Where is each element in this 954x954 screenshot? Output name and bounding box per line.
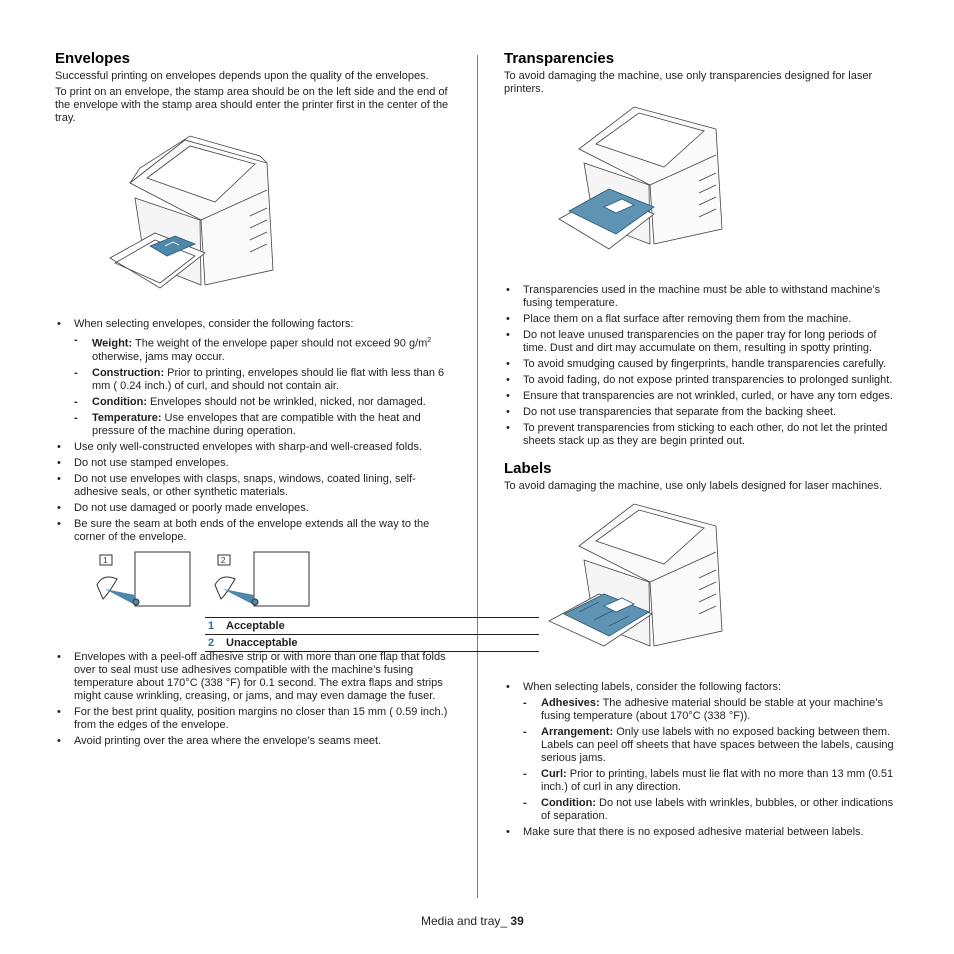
list-item: Be sure the seam at both ends of the env…	[55, 518, 450, 544]
printer-labels-illustration	[504, 496, 899, 681]
list-item: Envelopes with a peel-off adhesive strip…	[55, 651, 450, 703]
dash-marker: -	[74, 366, 78, 379]
legend-number: 2	[208, 636, 215, 649]
factor-text: Envelopes should not be wrinkled, nicked…	[150, 395, 426, 408]
footer-text: Media and tray_	[421, 914, 508, 928]
dash-marker: -	[523, 797, 527, 809]
factor-text: The weight of the envelope paper should …	[134, 337, 428, 350]
printer-transparency-illustration	[504, 99, 899, 284]
factor-condition: - Condition: Envelopes should not be wri…	[55, 396, 450, 409]
legend-label: Acceptable	[226, 619, 285, 632]
legend-label: Unacceptable	[226, 636, 298, 649]
list-item: When selecting labels, consider the foll…	[504, 681, 899, 694]
factor-text: Do not use labels with wrinkles, bubbles…	[541, 797, 894, 822]
factor-adhesives: - Adhesives: The adhesive material shoul…	[504, 697, 899, 723]
list-item: Avoid printing over the area where the e…	[55, 735, 450, 748]
list-item: To prevent transparencies from sticking …	[504, 422, 899, 448]
factor-term: Curl:	[541, 768, 567, 780]
dash-marker: -	[523, 697, 527, 709]
envelope-acceptable	[134, 551, 191, 607]
superscript: 2	[427, 337, 432, 344]
list-item: Place them on a flat surface after remov…	[504, 313, 899, 326]
list-item: To avoid fading, do not expose printed t…	[504, 374, 899, 387]
list-item: To avoid smudging caused by fingerprints…	[504, 358, 899, 371]
list-item: Use only well-constructed envelopes with…	[55, 441, 450, 454]
list-item: Ensure that transparencies are not wrink…	[504, 390, 899, 403]
transparencies-intro: To avoid damaging the machine, use only …	[504, 70, 873, 95]
printer-envelope-illustration	[55, 128, 450, 318]
list-item: When selecting envelopes, consider the f…	[55, 318, 450, 331]
list-item: Transparencies used in the machine must …	[504, 284, 899, 310]
envelopes-intro-2: To print on an envelope, the stamp area …	[55, 86, 449, 124]
dash-marker: -	[74, 411, 78, 424]
transparencies-list: Transparencies used in the machine must …	[504, 284, 899, 448]
factor-text: Only use labels with no exposed backing …	[541, 726, 894, 764]
callout-number-2: 2	[221, 556, 226, 565]
factor-term: Temperature:	[92, 411, 162, 424]
legend-row-acceptable: 1 Acceptable	[205, 616, 539, 634]
factor-text: The adhesive material should be stable a…	[541, 697, 884, 722]
callout-box-1	[99, 554, 113, 566]
factor-text: Prior to printing, labels must lie flat …	[541, 768, 894, 793]
factor-text: Prior to printing, envelopes should lie …	[92, 366, 445, 392]
page-number: 39	[510, 914, 524, 928]
page-footer: Media and tray_ 39	[421, 914, 524, 928]
legend-row-unacceptable: 2 Unacceptable	[205, 633, 539, 652]
labels-heading: Labels	[504, 460, 552, 477]
factor-text: Use envelopes that are compatible with t…	[92, 411, 421, 437]
list-item: Make sure that there is no exposed adhes…	[504, 826, 899, 839]
callout-number-1: 1	[103, 556, 108, 565]
factor-text-tail: otherwise, jams may occur.	[92, 350, 225, 363]
factor-weight: - Weight: The weight of the envelope pap…	[55, 334, 450, 364]
list-item: Do not use damaged or poorly made envelo…	[55, 502, 450, 515]
callout-box-2	[217, 554, 231, 566]
envelopes-section: Envelopes Successful printing on envelop…	[55, 50, 539, 751]
envelope-factors-list: When selecting envelopes, consider the f…	[55, 318, 450, 544]
figure-legend: 1 Acceptable 2 Unacceptable	[205, 616, 539, 652]
factor-term: Adhesives:	[541, 697, 600, 709]
transparencies-heading: Transparencies	[504, 50, 615, 67]
envelope-more-list: Envelopes with a peel-off adhesive strip…	[55, 651, 450, 748]
factor-term: Condition:	[541, 797, 596, 809]
list-item: Do not use envelopes with clasps, snaps,…	[55, 473, 450, 499]
envelopes-intro-1: Successful printing on envelopes depends…	[55, 70, 429, 82]
dash-marker: -	[74, 395, 78, 408]
envelope-unacceptable	[253, 551, 310, 607]
dash-marker: -	[523, 768, 527, 780]
factor-term: Construction:	[92, 366, 165, 379]
factor-term: Condition:	[92, 395, 147, 408]
labels-list: When selecting labels, consider the foll…	[504, 681, 899, 839]
dash-marker: -	[523, 726, 527, 738]
factor-construction: - Construction: Prior to printing, envel…	[55, 367, 450, 393]
factor-term: Weight:	[92, 337, 133, 350]
factor-curl: - Curl: Prior to printing, labels must l…	[504, 768, 899, 794]
envelopes-heading: Envelopes	[55, 50, 131, 67]
column-divider	[477, 55, 478, 898]
list-item: Do not use stamped envelopes.	[55, 457, 450, 470]
list-item: For the best print quality, position mar…	[55, 706, 450, 732]
factor-term: Arrangement:	[541, 726, 614, 738]
factor-arrangement: - Arrangement: Only use labels with no e…	[504, 726, 899, 765]
list-item: Do not use transparencies that separate …	[504, 406, 899, 419]
transparencies-section: Transparencies To avoid damaging the mac…	[504, 50, 899, 842]
dash-marker: -	[74, 334, 78, 346]
factor-condition: - Condition: Do not use labels with wrin…	[504, 797, 899, 823]
factor-temperature: - Temperature: Use envelopes that are co…	[55, 412, 450, 438]
labels-intro: To avoid damaging the machine, use only …	[504, 480, 882, 492]
list-item: Do not leave unused transparencies on th…	[504, 329, 899, 355]
legend-number: 1	[208, 619, 215, 632]
